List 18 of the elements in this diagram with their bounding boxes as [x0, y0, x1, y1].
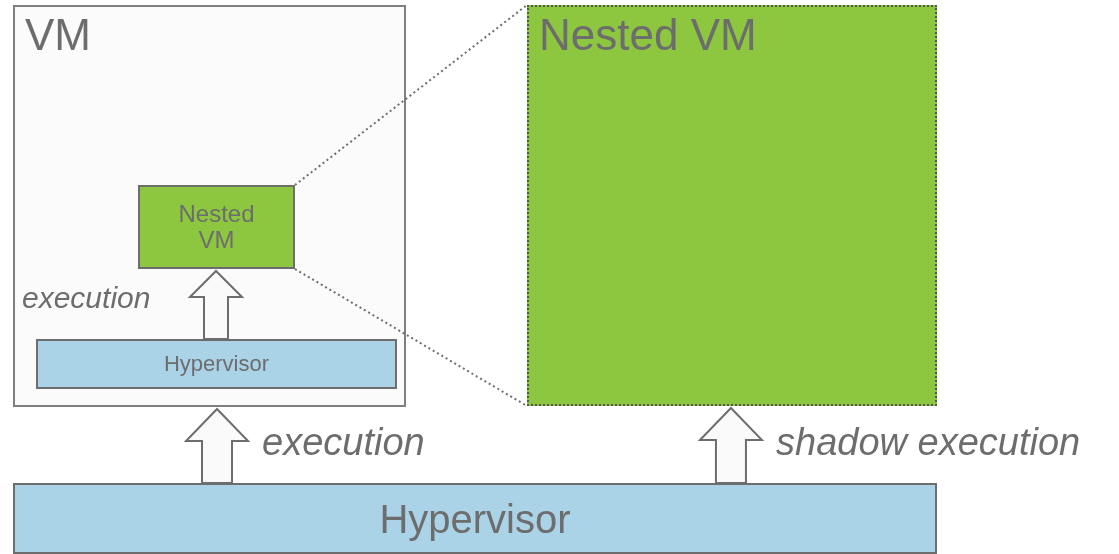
edge-label: shadow execution	[776, 420, 1081, 465]
block-arrow	[697, 406, 765, 484]
block-arrow	[183, 407, 251, 484]
node-label: Nested VM	[538, 9, 757, 60]
nested-vm-panel	[527, 5, 937, 406]
node-label: Hypervisor	[162, 351, 271, 377]
hypervisor-bar	[13, 483, 937, 554]
nested-vm-box	[138, 185, 295, 269]
node-label: Hypervisor	[378, 496, 572, 541]
node-label: Nested VM	[177, 200, 256, 254]
hypervisor-box	[36, 339, 397, 389]
block-arrow	[187, 269, 245, 340]
zoom-line	[294, 268, 528, 407]
node-label: VM	[24, 9, 91, 60]
edge-label: execution	[262, 420, 425, 465]
zoom-line	[294, 4, 528, 186]
edge-label: execution	[22, 280, 151, 316]
vm-box	[13, 5, 406, 407]
